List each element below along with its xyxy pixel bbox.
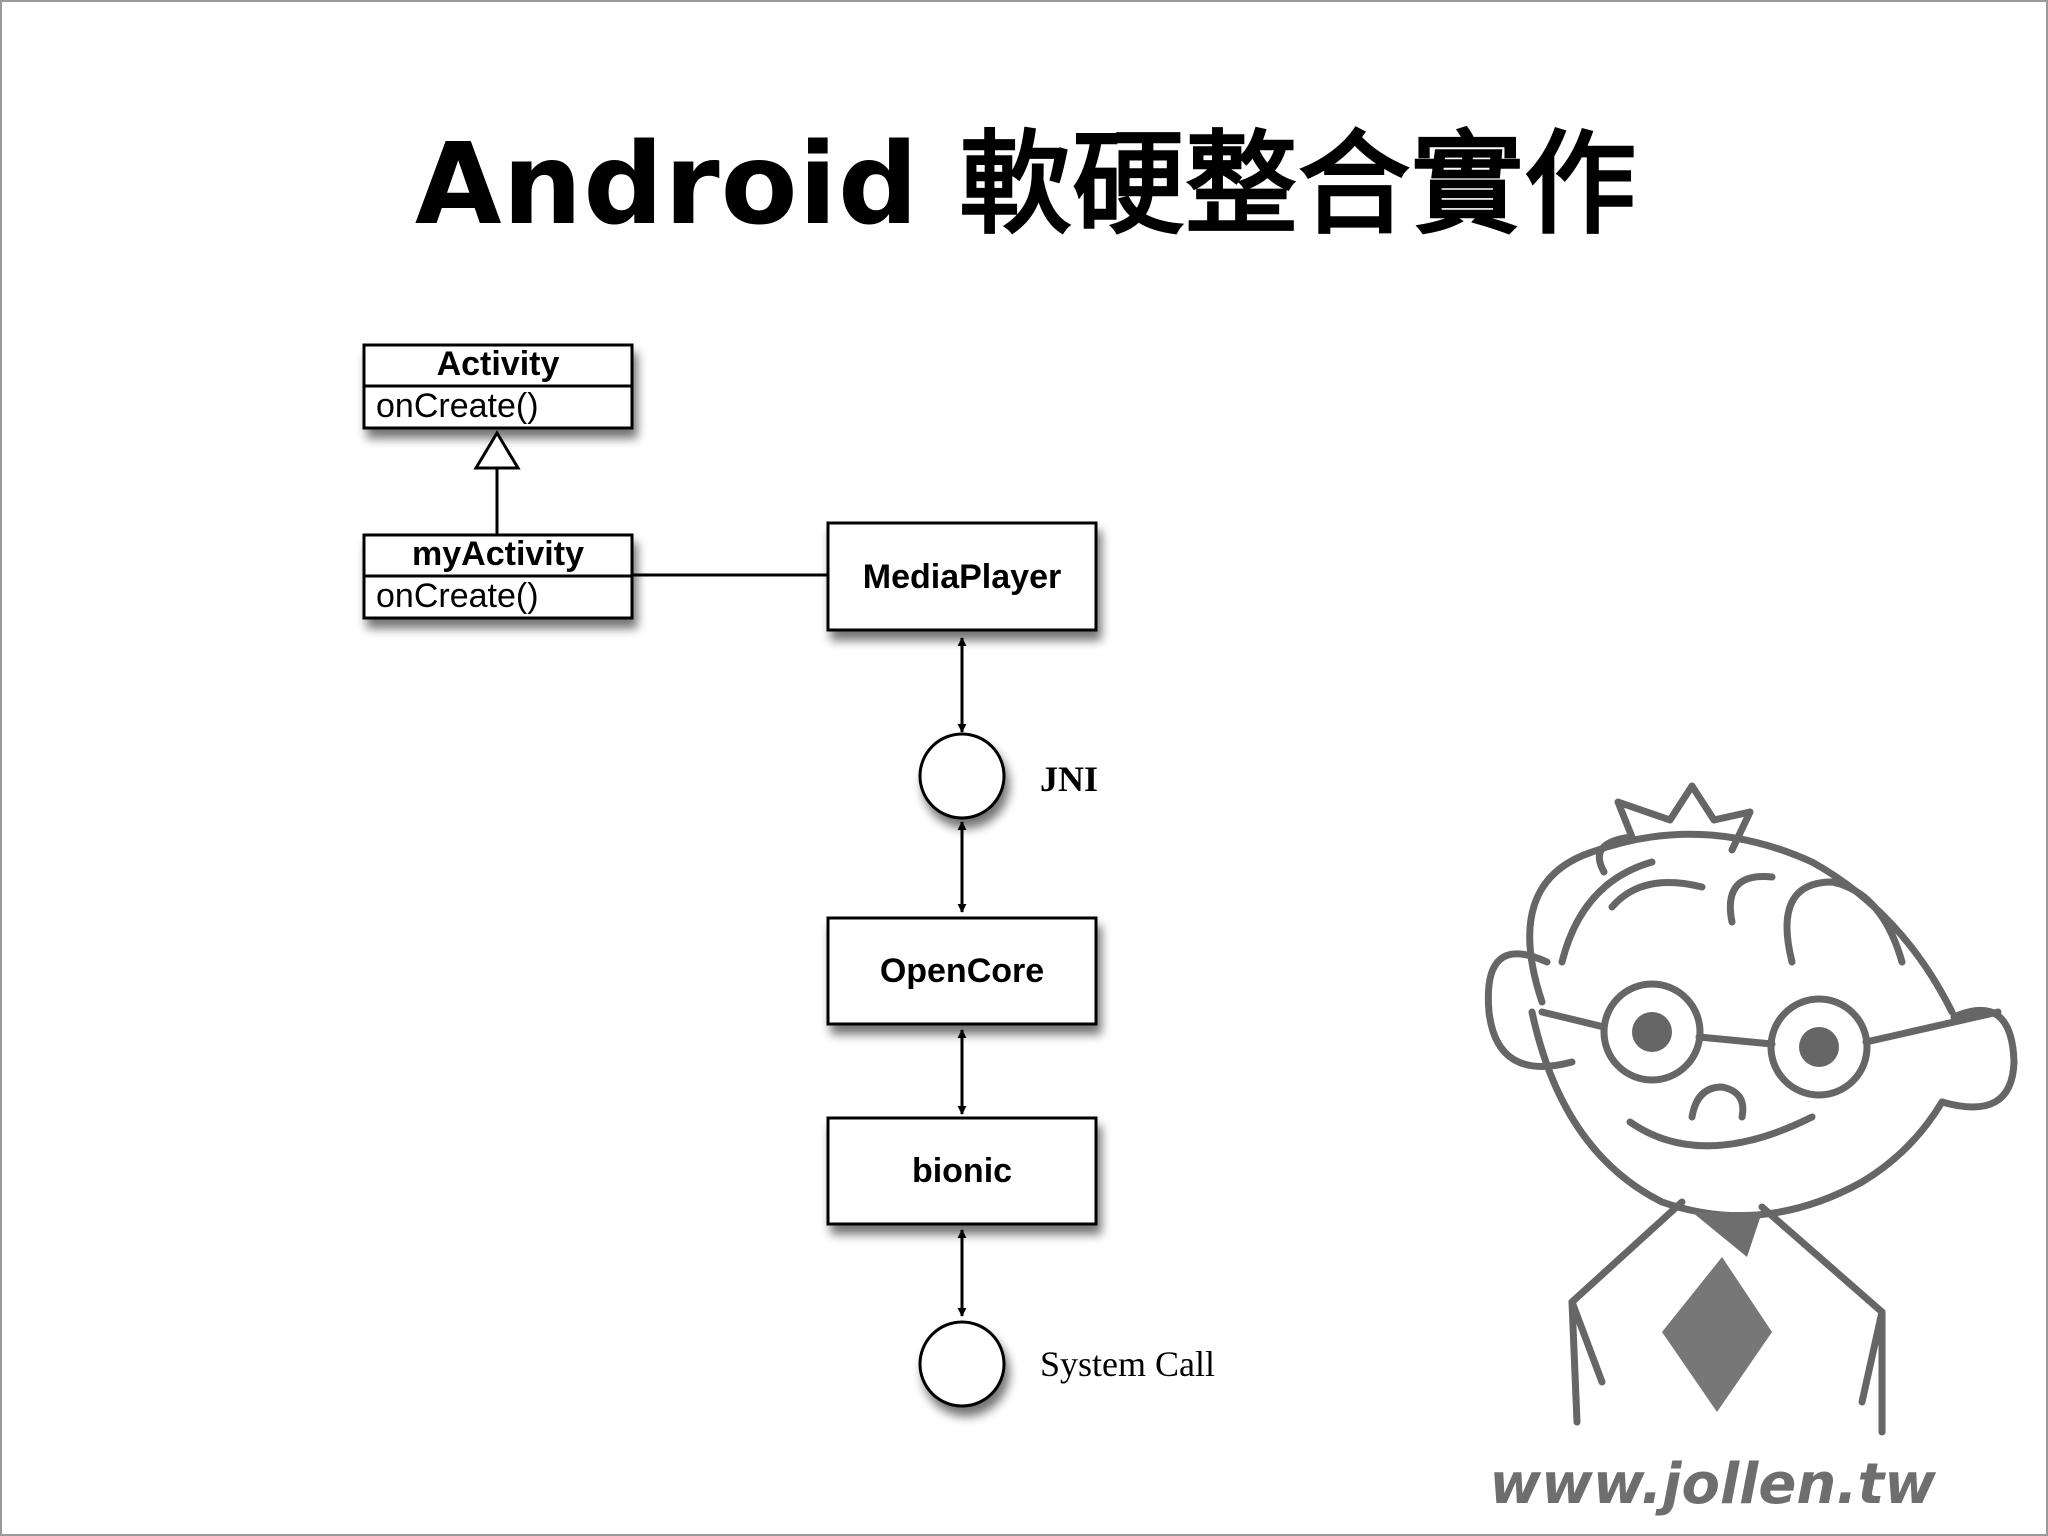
media-player-label: MediaPlayer — [863, 558, 1061, 596]
jni-label: JNI — [1040, 759, 1098, 799]
bionic-label: bionic — [912, 1152, 1012, 1190]
mascot-tie-knot — [1692, 1212, 1762, 1257]
my-activity-class — [362, 533, 634, 620]
system-call-interface-circle — [918, 1320, 1006, 1408]
brand-url: www.jollen.tw — [1489, 1452, 1936, 1517]
opencore-box — [826, 916, 1098, 1026]
media-player-box — [826, 521, 1098, 632]
inheritance-arrow — [473, 430, 521, 535]
bionic-box — [826, 1116, 1098, 1226]
my-activity-class-method: onCreate() — [376, 577, 539, 615]
mascot-right-eye — [1799, 1027, 1839, 1067]
activity-class-name: Activity — [437, 345, 560, 383]
mascot-left-eye — [1632, 1012, 1672, 1052]
jni-interface-circle — [918, 732, 1006, 820]
mascot-tie — [1662, 1257, 1772, 1412]
slide-title: Android 軟硬整合實作 — [414, 120, 1638, 250]
system-call-label: System Call — [1040, 1344, 1215, 1384]
activity-class — [362, 343, 634, 430]
opencore-label: OpenCore — [880, 952, 1044, 990]
my-activity-class-name: myActivity — [412, 535, 584, 573]
activity-class-method: onCreate() — [376, 387, 539, 425]
mascot-boy-icon — [1484, 782, 2018, 1436]
